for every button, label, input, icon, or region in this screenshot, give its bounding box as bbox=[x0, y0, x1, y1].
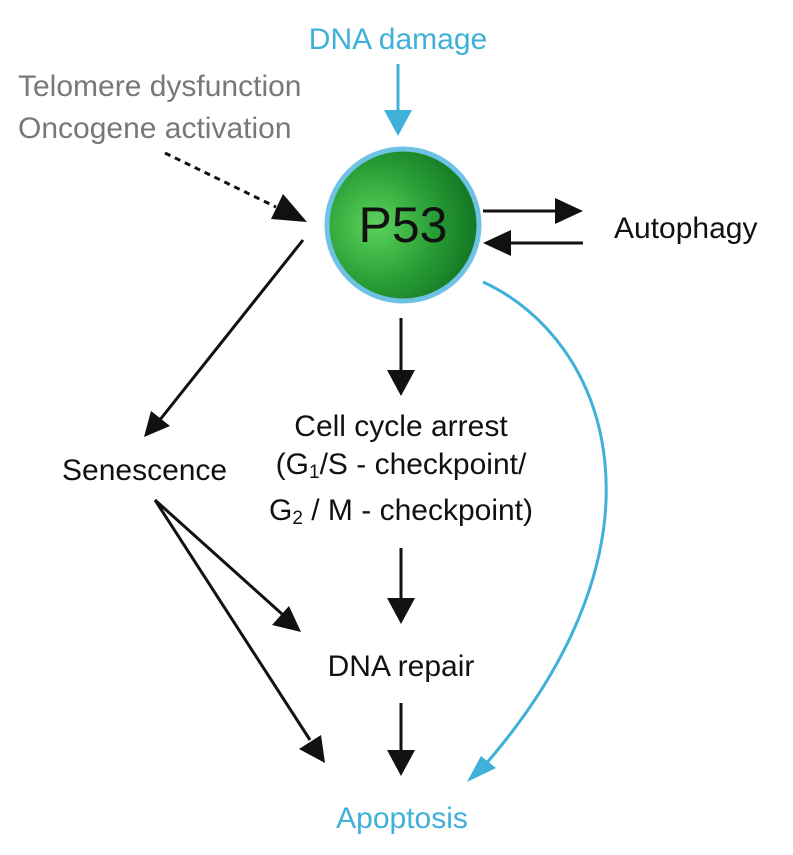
arrow-cell-cycle-to-dna-repair bbox=[387, 548, 415, 624]
p53-node bbox=[324, 146, 482, 304]
oncogene-activation-label: Oncogene activation bbox=[18, 112, 292, 145]
arrow-dna-repair-to-apoptosis bbox=[387, 703, 415, 776]
p53-label: P53 bbox=[358, 197, 448, 253]
senescence-label: Senescence bbox=[62, 454, 228, 487]
apoptosis-label: Apoptosis bbox=[336, 802, 468, 835]
autophagy-label: Autophagy bbox=[614, 212, 758, 245]
cell-cycle-line2: (G1/S - checkpoint/ bbox=[275, 448, 527, 483]
arrow-p53-to-cell-cycle-arrest bbox=[387, 318, 415, 396]
arrow-p53-to-autophagy bbox=[483, 198, 583, 224]
dna-damage-label: DNA damage bbox=[308, 23, 488, 56]
arrow-dna-damage-to-p53 bbox=[384, 64, 412, 136]
arrow-senescence-to-dna-repair bbox=[153, 498, 301, 632]
cell-cycle-arrest-label: Cell cycle arrest (G1/S - checkpoint/ G2… bbox=[236, 408, 566, 538]
arrow-stress-to-p53 bbox=[164, 151, 307, 222]
cell-cycle-line3: G2 / M - checkpoint) bbox=[269, 494, 533, 529]
arrow-autophagy-to-p53 bbox=[483, 230, 583, 256]
arrow-senescence-to-apoptosis bbox=[153, 499, 325, 763]
cell-cycle-line1: Cell cycle arrest bbox=[294, 410, 508, 443]
arrow-p53-to-senescence bbox=[144, 239, 305, 437]
dna-repair-label: DNA repair bbox=[327, 650, 475, 683]
telomere-dysfunction-label: Telomere dysfunction bbox=[18, 70, 302, 103]
arrow-p53-to-apoptosis bbox=[467, 280, 608, 782]
